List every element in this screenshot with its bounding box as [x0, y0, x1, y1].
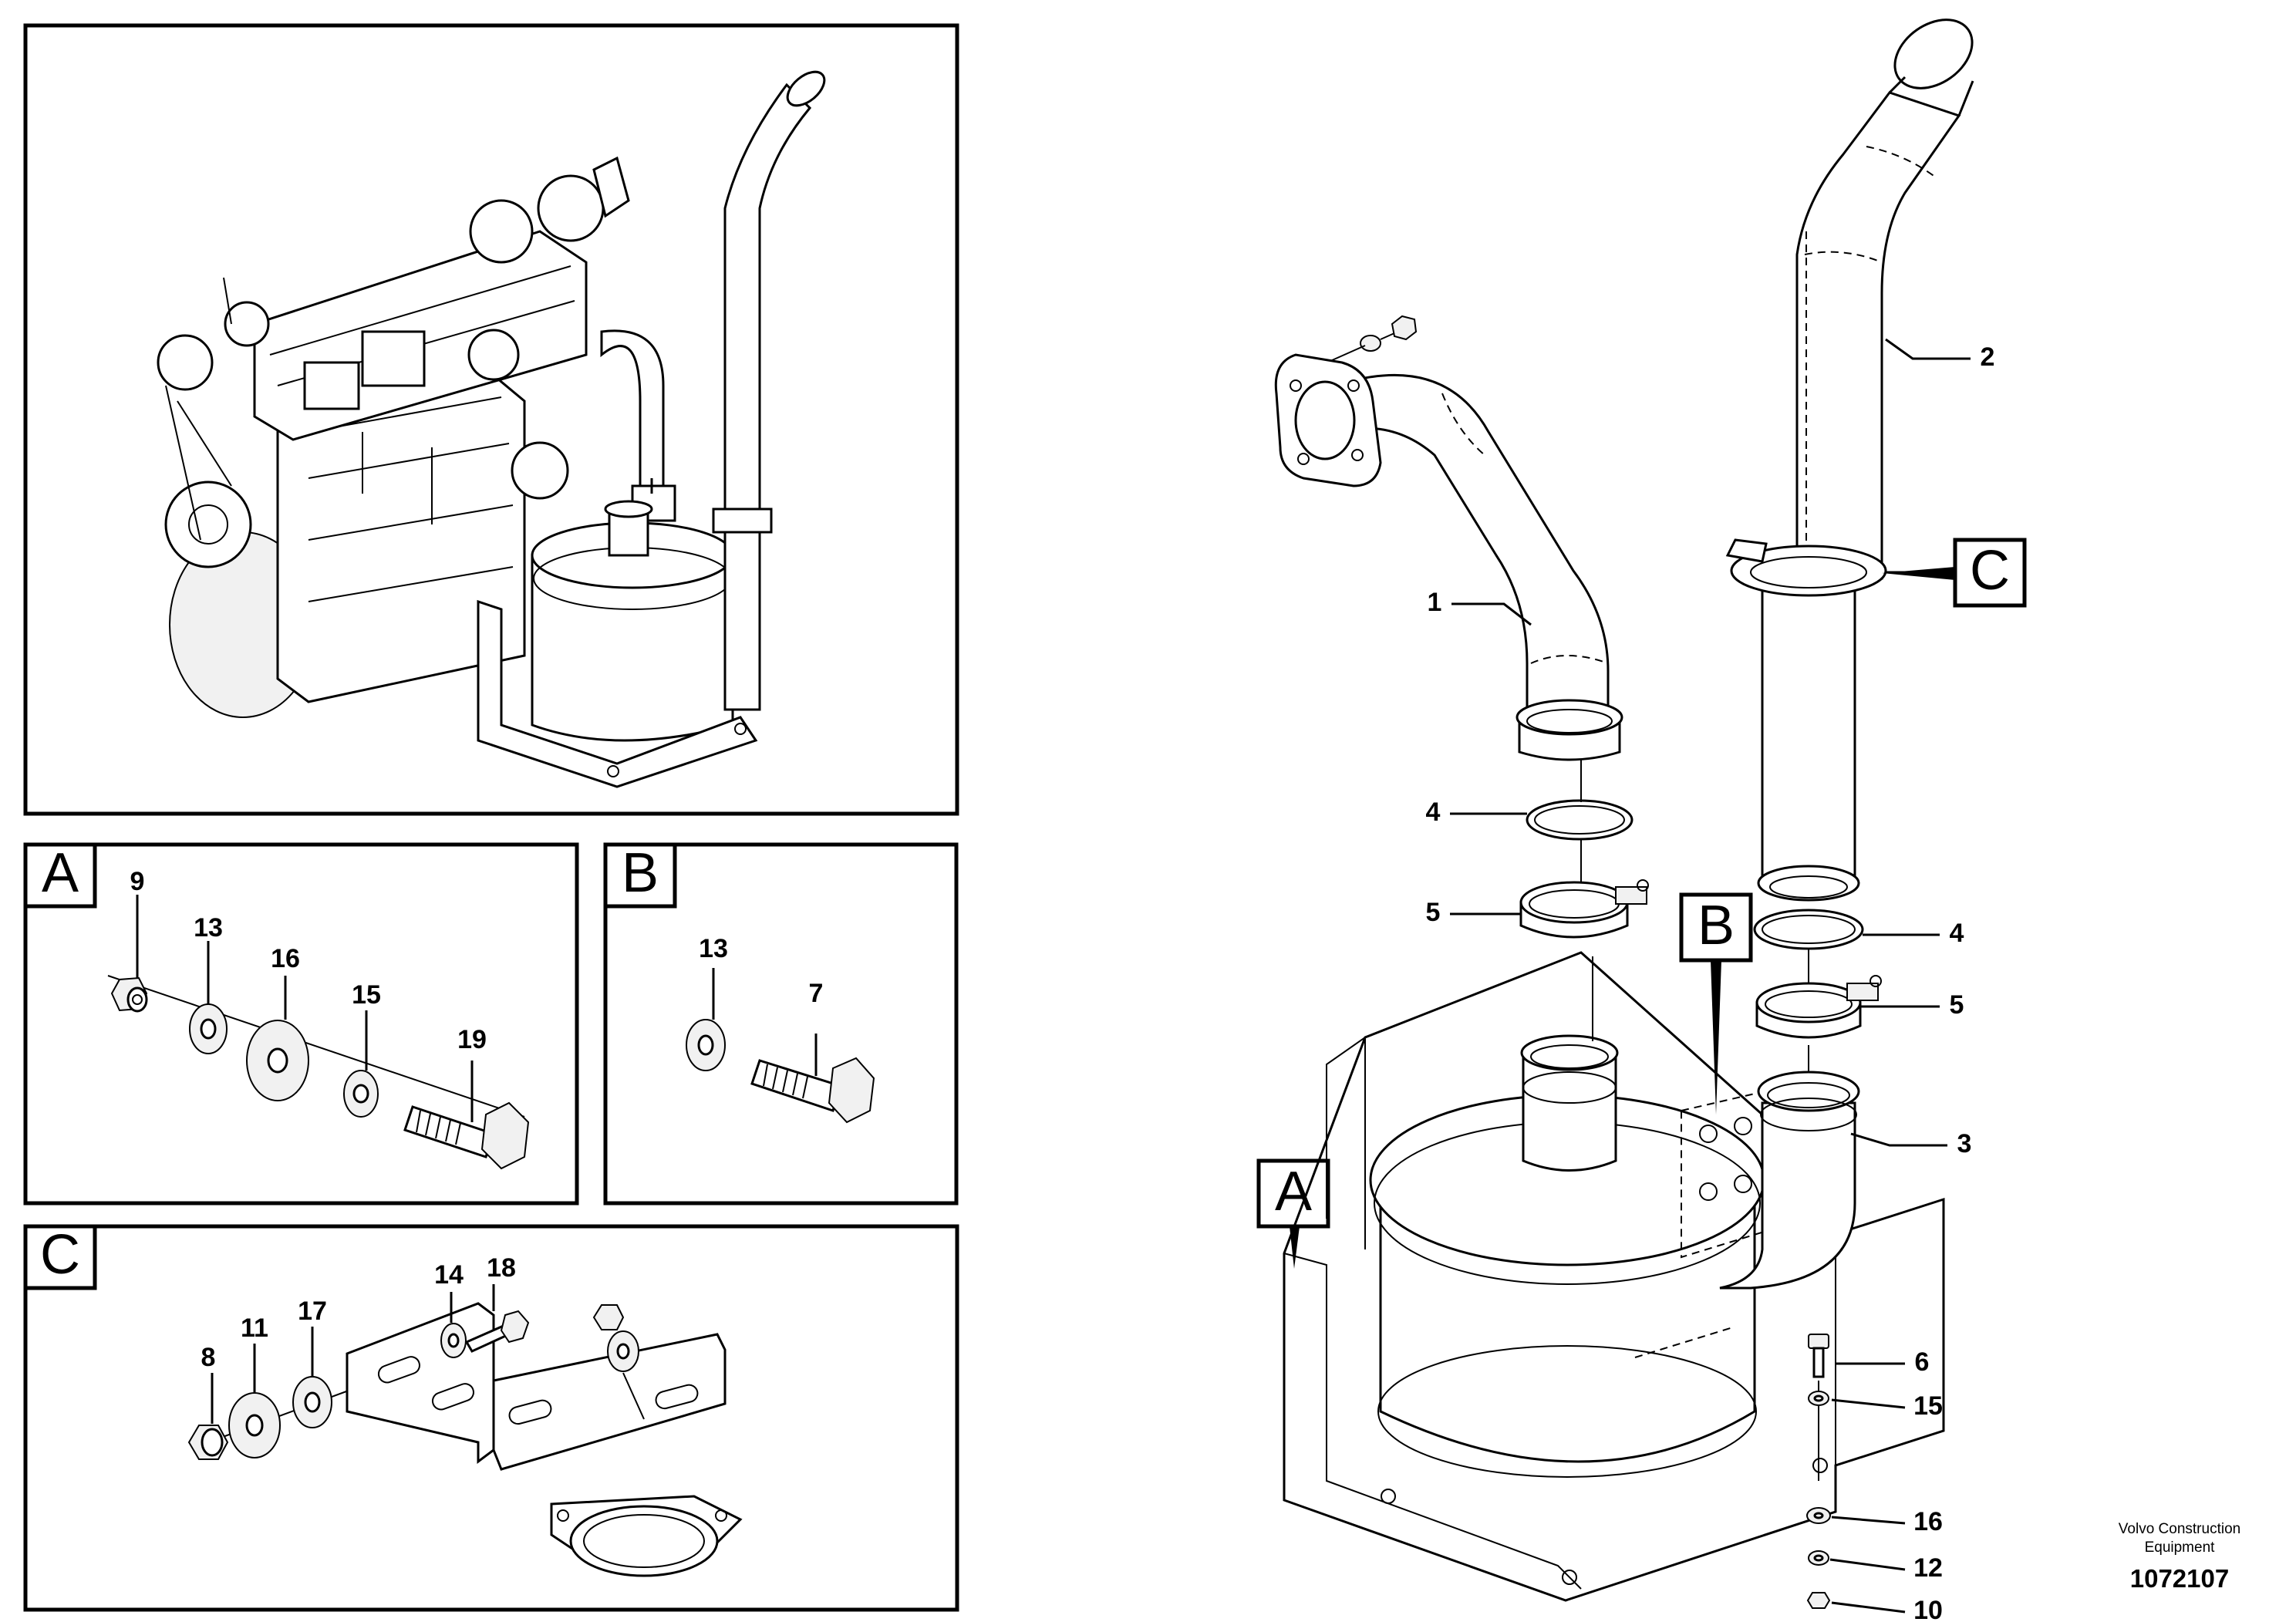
- label-main-4-right: 4: [1950, 919, 1964, 948]
- label-c-17: 17: [298, 1297, 327, 1326]
- label-main-10: 10: [1913, 1596, 1943, 1622]
- label-main-3: 3: [1957, 1129, 1972, 1158]
- label-a-16: 16: [271, 944, 300, 973]
- callout-a-main: A: [1256, 1158, 1330, 1229]
- c-washer-14: [440, 1323, 467, 1358]
- c-clamp: [550, 1495, 743, 1577]
- b-bolt-7: [750, 1057, 875, 1124]
- callout-c-pointer: [1882, 567, 1955, 580]
- pipe-1-flange-nut-washer: [1330, 315, 1418, 362]
- c-nut-washer-right: [592, 1304, 645, 1420]
- label-main-16: 16: [1913, 1507, 1943, 1536]
- label-main-6: 6: [1915, 1347, 1930, 1377]
- pipe-3-elbow: [1719, 1071, 1860, 1290]
- callout-letter-b-main: B: [1698, 895, 1735, 956]
- silencer-body: [1369, 1086, 1782, 1478]
- overview-frame: [23, 23, 959, 816]
- callout-box-b-detail: B: [603, 842, 677, 909]
- callout-b-pointer: [1711, 960, 1721, 1114]
- bolt-6: [1808, 1334, 1829, 1378]
- pipe-1: [1274, 353, 1623, 761]
- detail-panel-c: C: [23, 1224, 959, 1612]
- label-a-19: 19: [457, 1025, 487, 1054]
- footer-company-line1: Volvo Construction: [2119, 1521, 2240, 1537]
- main-exploded-view: A B C 1 2 3 4 5 4 5 6 15 16 12 10: [1256, 19, 2027, 1622]
- washer-12: [1808, 1550, 1829, 1566]
- label-b-7: 7: [809, 979, 824, 1008]
- a-washer-13: [189, 1003, 228, 1054]
- callout-letter-a-main: A: [1275, 1161, 1312, 1222]
- label-main-1: 1: [1428, 588, 1442, 617]
- c-bracket: [346, 1302, 727, 1471]
- footer-drawing-number: 1072107: [2130, 1564, 2229, 1593]
- a-washer-16: [246, 1020, 309, 1101]
- callout-letter-c: C: [40, 1224, 80, 1286]
- a-bolt-19: [403, 1101, 530, 1170]
- silencer-inlet-stub: [1520, 1034, 1619, 1172]
- c-bolt-18: [464, 1310, 530, 1353]
- label-main-5-right: 5: [1950, 990, 1964, 1020]
- label-main-15: 15: [1913, 1391, 1943, 1421]
- a-washer-15: [343, 1070, 379, 1118]
- a-assembly-axis: [107, 975, 525, 1118]
- label-b-13: 13: [699, 934, 728, 963]
- label-a-9: 9: [130, 867, 145, 896]
- detail-c-frame: [23, 1224, 959, 1612]
- clamp-5-left: [1519, 879, 1649, 939]
- overview-exhaust-pipe-illustration: [600, 329, 676, 522]
- seal-ring-4-right: [1753, 909, 1864, 950]
- pipe-2-bracket-ring: [1725, 538, 1887, 597]
- main-assembly-axes: [1580, 760, 1819, 1481]
- c-nut-8: [187, 1425, 229, 1460]
- detail-a-frame: [23, 842, 579, 1206]
- callout-b-main: B: [1679, 892, 1753, 963]
- c-washer-11: [228, 1392, 281, 1458]
- a-nut-9: [110, 976, 148, 1013]
- pipe-1-flange: [1274, 353, 1382, 487]
- callout-c-main: C: [1953, 538, 2027, 608]
- washer-16: [1806, 1507, 1831, 1524]
- label-c-11: 11: [241, 1313, 268, 1343]
- label-c-18: 18: [487, 1253, 516, 1283]
- overview-panel: [23, 23, 959, 816]
- callout-letter-c-main: C: [1970, 540, 2010, 602]
- label-main-12: 12: [1913, 1553, 1943, 1583]
- b-washer-13: [686, 1019, 726, 1071]
- callout-box-c-detail: C: [23, 1224, 97, 1290]
- detail-b-frame: [603, 842, 959, 1206]
- main-leader-lines: [1450, 338, 1971, 1614]
- callout-letter-b: B: [622, 842, 659, 904]
- label-a-15: 15: [352, 980, 381, 1010]
- label-c-14: 14: [434, 1260, 464, 1290]
- detail-panel-a: A: [23, 842, 579, 1206]
- overview-tailpipe-illustration: [712, 70, 826, 711]
- pipe-2: [1757, 19, 1974, 902]
- callout-a-pointer: [1290, 1226, 1300, 1269]
- publisher-footer: Volvo Construction Equipment 1072107: [2119, 1521, 2240, 1593]
- detail-panel-b: B 13 7: [603, 842, 959, 1206]
- seal-ring-4-left: [1526, 799, 1633, 841]
- label-main-5-left: 5: [1426, 898, 1441, 927]
- nut-10: [1806, 1592, 1831, 1609]
- c-washer-17: [292, 1376, 332, 1428]
- label-main-2: 2: [1981, 342, 1995, 372]
- washer-15: [1808, 1391, 1829, 1406]
- label-c-8: 8: [201, 1343, 216, 1372]
- label-main-4-left: 4: [1426, 798, 1441, 827]
- callout-box-a-detail: A: [23, 842, 97, 909]
- footer-company-line2: Equipment: [2145, 1539, 2216, 1556]
- engine-block-illustration: [157, 156, 630, 718]
- callout-letter-a: A: [42, 842, 79, 904]
- label-a-13: 13: [194, 913, 223, 943]
